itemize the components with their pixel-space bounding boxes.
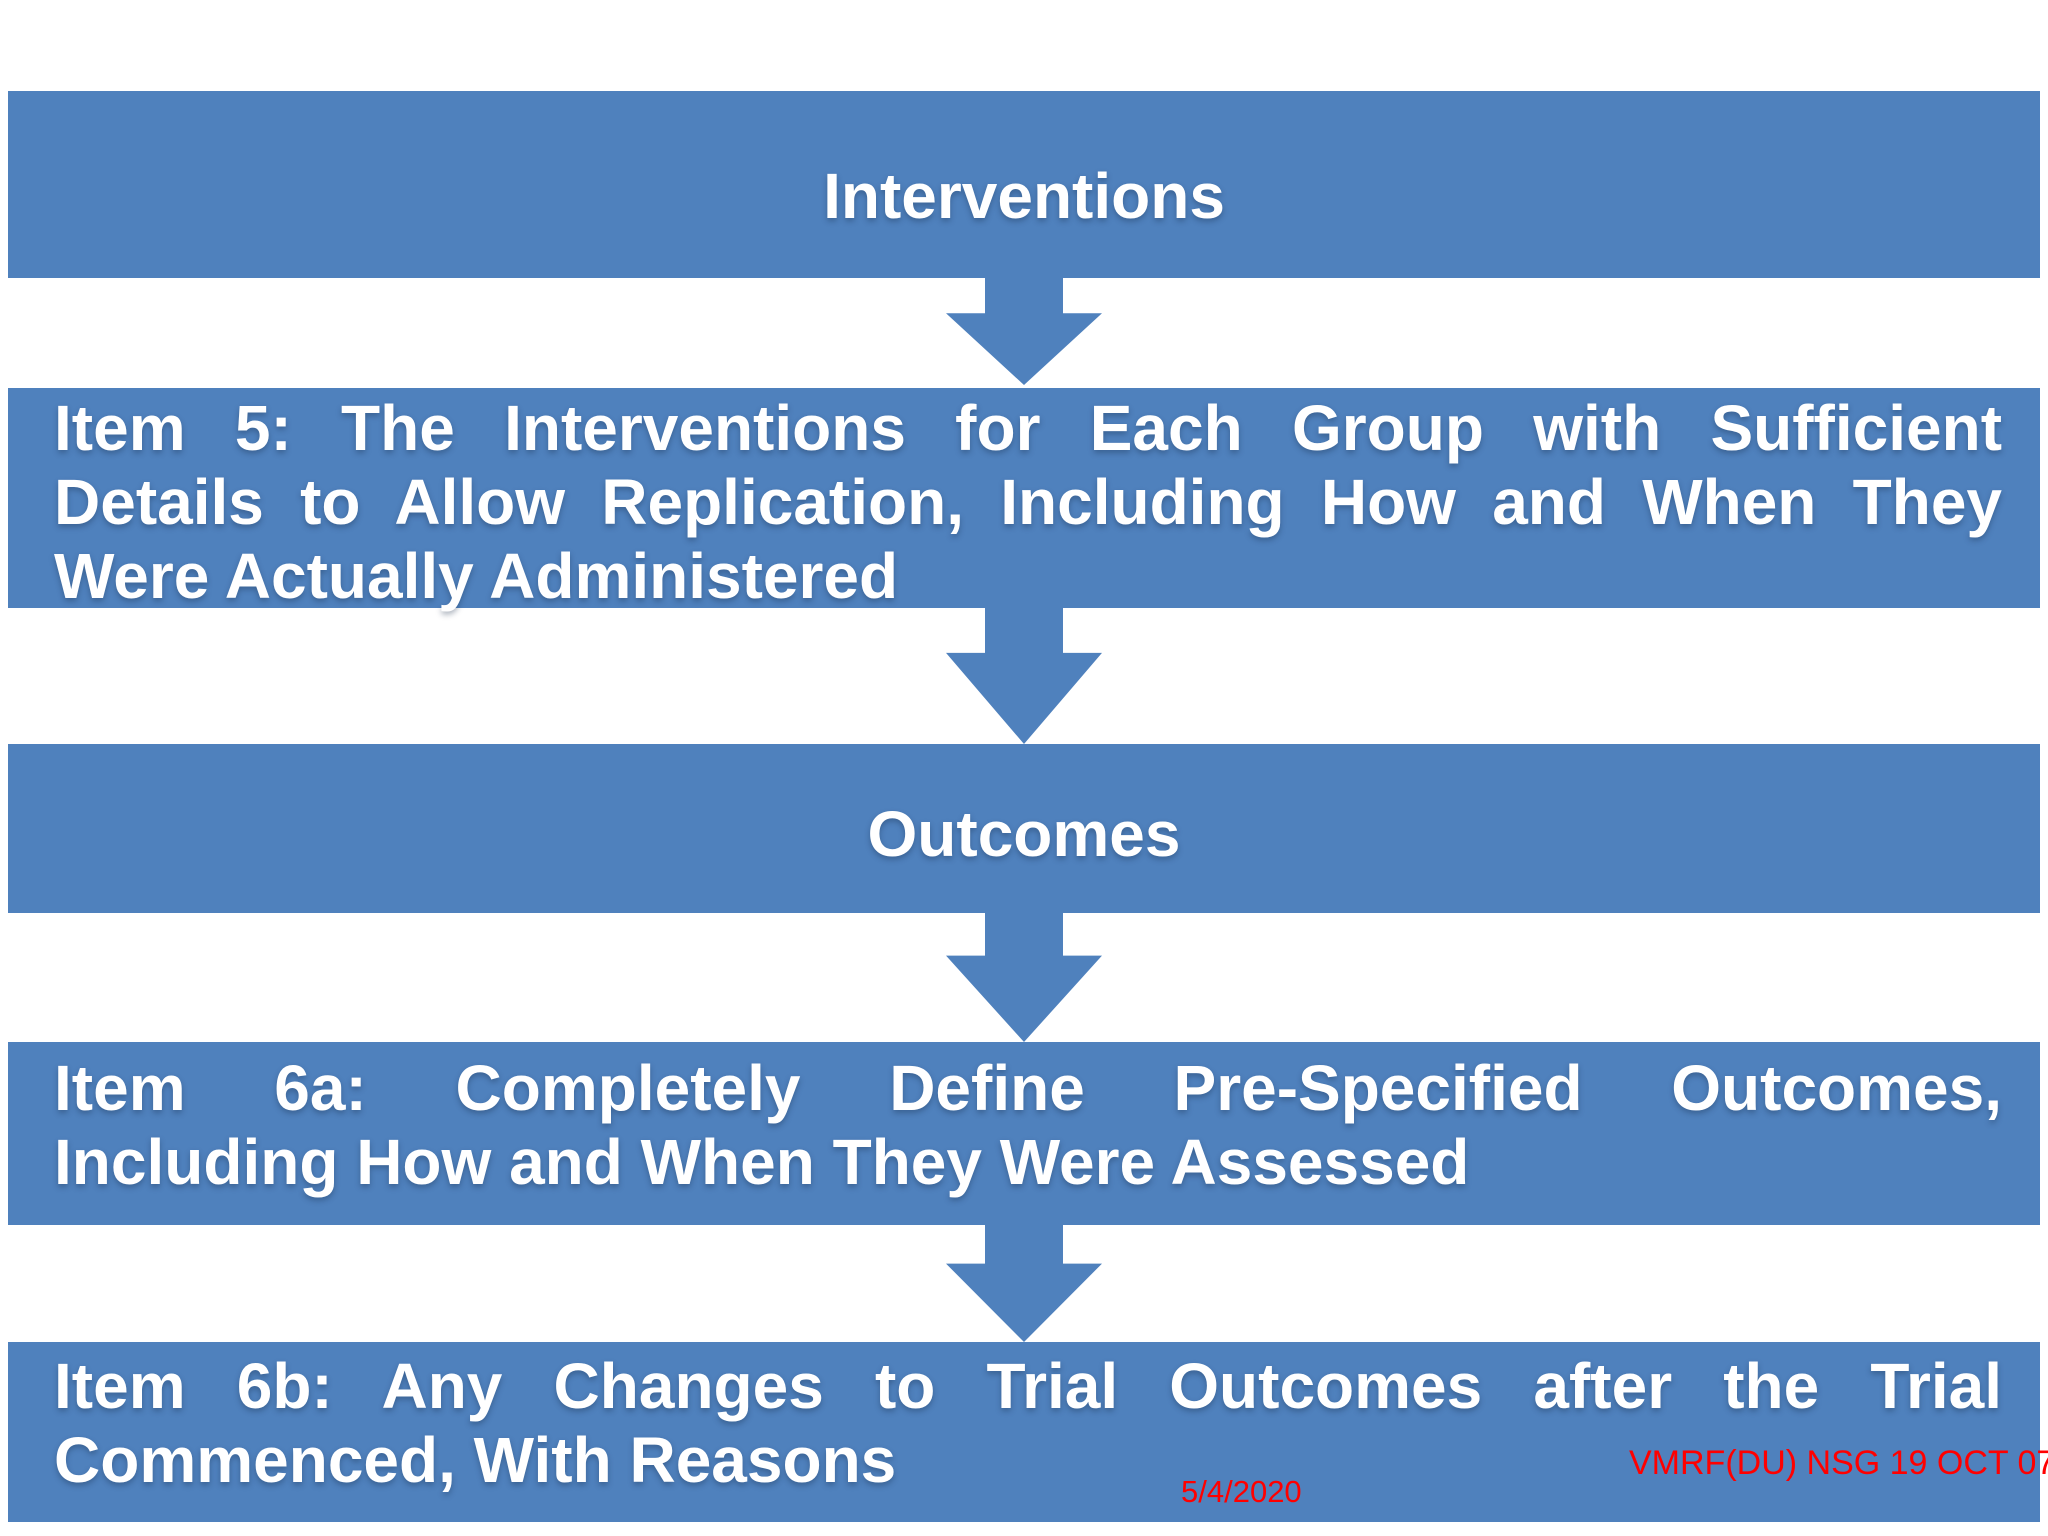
banner-item6b: Item 6b: Any Changes to Trial Outcomes a… <box>8 1342 2040 1522</box>
item6b-line-1: Item 6b: Any Changes to Trial Outcomes a… <box>54 1350 2002 1422</box>
watermark-text: VMRF(DU) NSG 19 OCT 07 <box>1629 1444 2048 1482</box>
item5-line-2: Details to Allow Replication, Including … <box>54 466 2002 538</box>
item5-line-3: Were Actually Administered <box>54 540 899 612</box>
down-arrow-icon <box>946 608 1102 744</box>
banner-outcomes: Outcomes <box>8 744 2040 913</box>
item6b-line-2: Commenced, With Reasons <box>54 1424 897 1496</box>
banner-interventions-label: Interventions <box>823 159 1225 232</box>
down-arrow-icon <box>946 913 1102 1042</box>
banner-item6a: Item 6a: Completely Define Pre-Specified… <box>8 1042 2040 1225</box>
down-arrow-icon <box>946 278 1102 385</box>
date-stamp: 5/4/2020 <box>1181 1474 1302 1509</box>
banner-item5: Item 5: The Interventions for Each Group… <box>8 388 2040 612</box>
item6a-line-1: Item 6a: Completely Define Pre-Specified… <box>54 1052 2002 1124</box>
down-arrow-icon <box>946 1225 1102 1342</box>
item5-line-1: Item 5: The Interventions for Each Group… <box>54 392 2002 464</box>
banner-outcomes-label: Outcomes <box>867 797 1181 870</box>
item6a-line-2: Including How and When They Were Assesse… <box>54 1126 1470 1198</box>
banner-interventions: Interventions <box>8 91 2040 278</box>
